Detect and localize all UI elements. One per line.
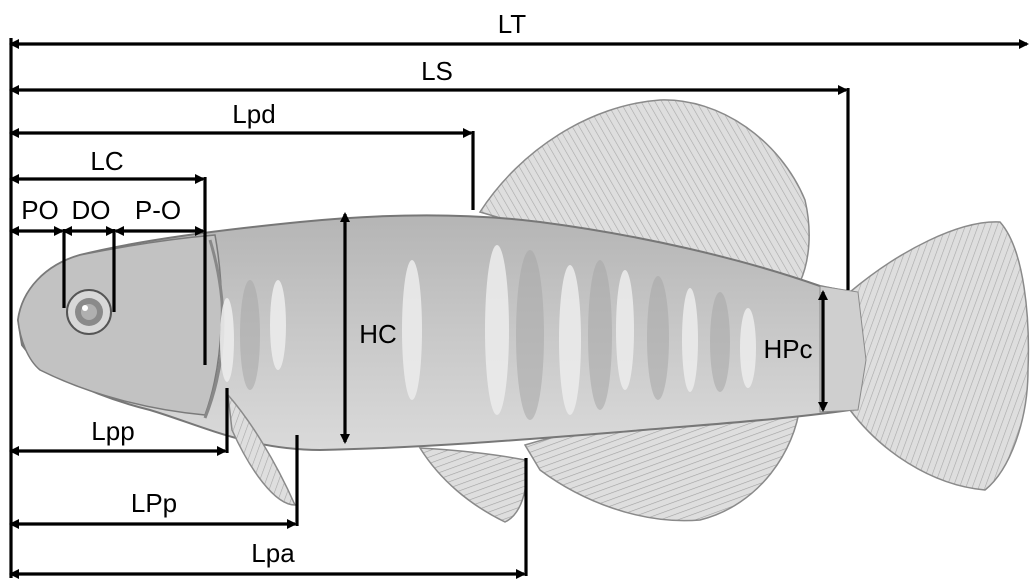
caudal-fin	[850, 222, 1028, 490]
label-lc: LC	[90, 146, 123, 176]
head-region	[18, 235, 222, 415]
label-p-o: P-O	[135, 195, 181, 225]
label-hpc: HPc	[763, 334, 812, 364]
label-lt: LT	[498, 9, 527, 39]
pelvic-fin	[420, 448, 526, 522]
label-do: DO	[72, 195, 111, 225]
label-lpp2: LPp	[131, 488, 177, 518]
label-lpd: Lpd	[232, 99, 275, 129]
label-lpa: Lpa	[251, 538, 295, 568]
label-hc: HC	[359, 319, 397, 349]
caudal-peduncle	[820, 286, 866, 412]
eye	[67, 290, 111, 334]
label-po: PO	[21, 195, 59, 225]
label-lpp: Lpp	[91, 416, 134, 446]
fish-illustration	[18, 100, 1028, 522]
label-ls: LS	[421, 56, 453, 86]
